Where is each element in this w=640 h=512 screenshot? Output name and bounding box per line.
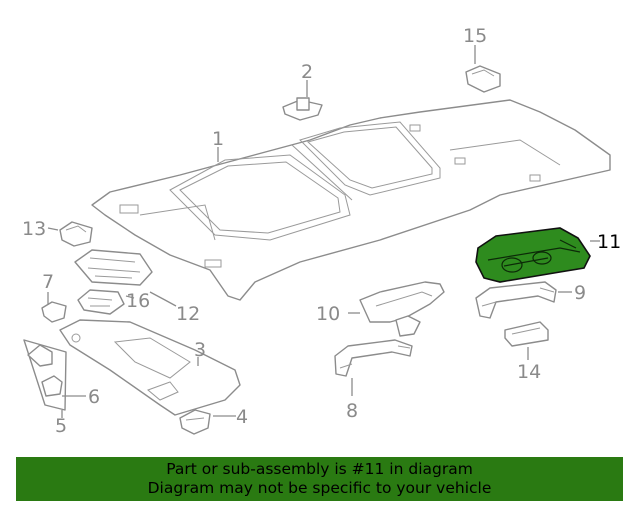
parts-diagram: 1 2 3 4 5 6 7 8 9 10 11 12 13 14 15 16 — [22, 25, 621, 437]
callout-7: 7 — [42, 271, 54, 293]
grab-handle-part-8 — [334, 339, 413, 377]
callout-1: 1 — [212, 128, 224, 150]
info-banner: Part or sub-assembly is #11 in diagram D… — [16, 457, 623, 501]
leader-lines — [47, 45, 600, 418]
clip-part-4 — [179, 409, 211, 435]
callout-5: 5 — [55, 415, 67, 437]
clip-part-2 — [282, 97, 323, 121]
banner-line-1: Part or sub-assembly is #11 in diagram — [166, 460, 473, 478]
mirror-cover-part-10 — [359, 281, 445, 337]
sun-visor-part-3 — [59, 319, 241, 416]
callout-11[interactable]: 11 — [597, 231, 621, 253]
console-part-12 — [74, 249, 153, 286]
callout-12: 12 — [176, 303, 200, 325]
banner-line-2: Diagram may not be specific to your vehi… — [147, 479, 492, 497]
callout-10: 10 — [316, 303, 340, 325]
callout-15: 15 — [463, 25, 487, 47]
callout-4: 4 — [236, 406, 248, 428]
grab-handle-part-9 — [475, 281, 557, 319]
bracket-part-16 — [77, 289, 125, 315]
headliner-part — [91, 99, 611, 301]
callout-9: 9 — [574, 282, 586, 304]
bracket-part-14 — [504, 321, 549, 347]
callout-8: 8 — [346, 400, 358, 422]
highlighted-part-11[interactable] — [475, 227, 591, 283]
lamp-part-13 — [59, 221, 93, 247]
callout-6: 6 — [88, 386, 100, 408]
callout-16: 16 — [126, 290, 150, 312]
callout-14: 14 — [517, 361, 541, 383]
dome-lamp-part-15 — [465, 65, 501, 93]
callout-13: 13 — [22, 218, 46, 240]
clip-part-7 — [41, 301, 67, 323]
callout-2: 2 — [301, 61, 313, 83]
holder-group-5 — [23, 339, 67, 411]
callout-3: 3 — [194, 339, 206, 361]
